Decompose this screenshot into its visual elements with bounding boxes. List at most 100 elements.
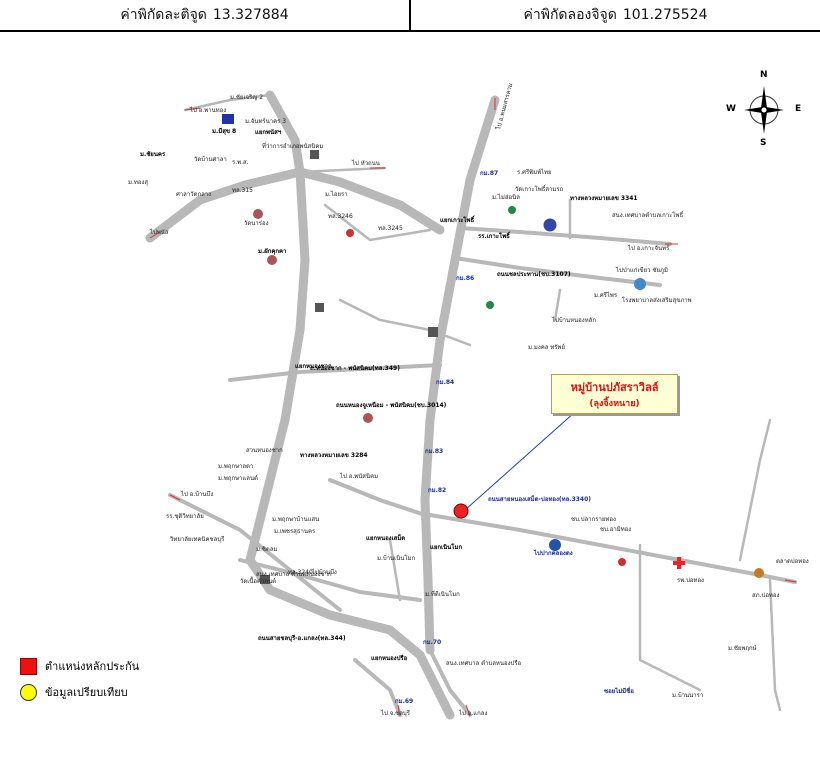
legend-label-comparison: ข้อมูลเปรียบเทียบ [45,686,128,699]
map-label: ไปป่าแก่เขียว ชัยภูมิ [615,266,668,274]
map-label: ม.ศรีไพร [594,291,618,299]
map-labels: ม.ชัยเจริญ 2 ไป อ.พานทอง ม.มีสุข 8 ม.จัน… [128,82,809,717]
latitude-cell: ค่าพิกัดละติจูด 13.327884 [0,0,409,30]
compass-south-label: S [760,138,767,148]
map-label: วิทยาลัยเทคนิคชลบุรี [169,535,225,543]
location-map: ม.ชัยเจริญ 2 ไป อ.พานทอง ม.มีสุข 8 ม.จัน… [128,82,809,720]
red-square-icon [20,657,37,675]
village-icon [634,278,646,290]
map-label: ชบ.ปลากรายทอง [571,516,616,523]
map-label: ม.บ้านนารา [672,692,703,699]
road-bothong-south [638,543,702,692]
map-label: ม.จันทร์นาคร 3 [245,117,286,125]
map-label: ถนนสายชลบุรี-อ.แกลง(ทล.344) [258,634,346,642]
road-3107 [453,256,662,287]
legend-label-collateral: ตำแหน่งหลักประกัน [45,660,140,673]
map-label: ม.พฤกษาบ้านแสน [272,516,319,523]
map-label: แยกหนองปรือ [371,654,408,662]
map-label: ไปพนัส [149,228,169,236]
map-label: ถนนชลประทาน(ชบ.3107) [497,270,571,278]
map-label: ม.มงคล ทรัพย์ [528,343,565,351]
map-label: ม.พฤกษาแลนด์ [218,474,258,482]
road-3240 [238,558,422,602]
map-label: ม.ไม่ส่อนิล [492,193,520,201]
map-label: แยกพนัสฯ [255,128,282,136]
map-label: ไป จ.ชลบุรี [380,709,411,717]
arrow-to-klaeng [465,704,471,717]
road-west-1 [183,93,272,112]
landmark-icons [222,114,764,584]
map-label: ชบ.อามิทอง [600,526,631,533]
building-icon [222,114,234,124]
arrow-to-bothong-east [784,579,797,583]
village-icon [754,568,764,578]
compass-east-label: E [795,104,802,114]
map-label: ทล.3245 [378,225,403,232]
callout-pointer [464,411,576,511]
map-label: สนง.เทศบาล ตำบลหนองชาก [256,571,332,578]
building-icon [260,575,270,584]
map-label: วัดเกาะโพธิ์สามรถ [515,184,564,193]
school-icon [486,301,494,309]
fuel-icon [618,558,626,566]
map-label: ไปบ้านหนองหลัก [551,316,596,324]
map-label: ทางหลวงหมายเลข 3284 [300,452,368,459]
building-icon [310,150,319,159]
building-icon [428,327,438,337]
map-label: กม.82 [428,487,446,494]
map-label: ไปบ้านบึง [311,568,337,576]
map-label: ทล.3240 [288,569,313,576]
compass [744,72,784,147]
road-to-klaeng [428,648,472,717]
road-center-west [338,298,432,332]
road-bothong-east [738,418,772,562]
map-label: กม.87 [480,170,498,177]
map-label: สภ.บ่อทอง [752,592,779,599]
latitude-value: 13.327884 [212,7,289,23]
temple-icon [253,209,263,219]
map-label: ทล.3246 [328,213,353,220]
map-label: ม.ทองสุ [128,179,148,186]
map-label: โรงพยาบาลส่งเสริมสุขภาพ [622,296,692,304]
longitude-label: ค่าพิกัดลองจิจูด [523,7,617,23]
road-bothong-far-east [768,578,782,712]
compass-west-label: W [726,104,736,114]
map-label: กม.86 [456,275,474,282]
map-label: ไป อ.พานทอง [189,106,226,114]
compass-rose-icon [744,86,784,134]
map-label: ถนนสายหนองเสม็ด-บ่อทอง(ทล.3340) [488,494,591,503]
map-label: ทางหลวงหมายเลข 3341 [570,195,638,202]
map-label: ม.เพชรสุธานคร [274,528,316,535]
map-label: ทล.315 [232,187,253,194]
map-label: แยกเกาะโพธิ์ [440,215,475,224]
subject-callout: หมู่บ้านปภัสราวิลล์ (ลุงจิ้งหนาย) [551,374,678,414]
map-label: แยกเนินโมก [430,543,462,551]
map-label: ม.ผักคุกคา [258,247,286,255]
road-east-1 [298,166,387,174]
map-label: รพ.บ่อทอง [677,577,704,584]
callout-subtitle: (ลุงจิ้งหนาย) [589,399,640,409]
subject-location-marker [453,503,469,519]
arrow-to-chonburi [397,704,401,717]
map-label: ไปปากคลองดง [533,549,573,557]
highway-3341 [458,226,672,246]
fuel-icon [346,229,354,237]
compass-north-label: N [760,70,768,80]
road-to-chonburi [353,658,402,717]
road-3246 [323,203,432,242]
highway-344 [168,493,342,612]
map-label: รร.ชุติวิทยาลัย [166,513,204,520]
map-label: ม.บ้านเนินโมก [377,554,416,562]
map-label: แยกหนองชาก [295,363,332,370]
map-label: ศาลาวัดกลาง [176,191,211,198]
map-label: สนง.เทศบาลตำบลเกาะโพธิ์ [612,210,684,219]
temple-icon [267,255,277,265]
road-to-panat [328,478,427,517]
map-label: ที่ว่าการอำเภอพนัสนิคม [262,142,323,150]
map-label: ร.พ.ส. [232,159,249,166]
map-label: ม.มีสุข 8 [212,127,236,135]
map-label: กม.70 [423,639,441,646]
map-label: วัดบ้านศาลา [194,156,227,163]
coordinate-bar: ค่าพิกัดละติจูด 13.327884 ค่าพิกัดลองจิจ… [0,0,820,32]
map-label: ตลาดบ่อทอง [776,558,809,565]
